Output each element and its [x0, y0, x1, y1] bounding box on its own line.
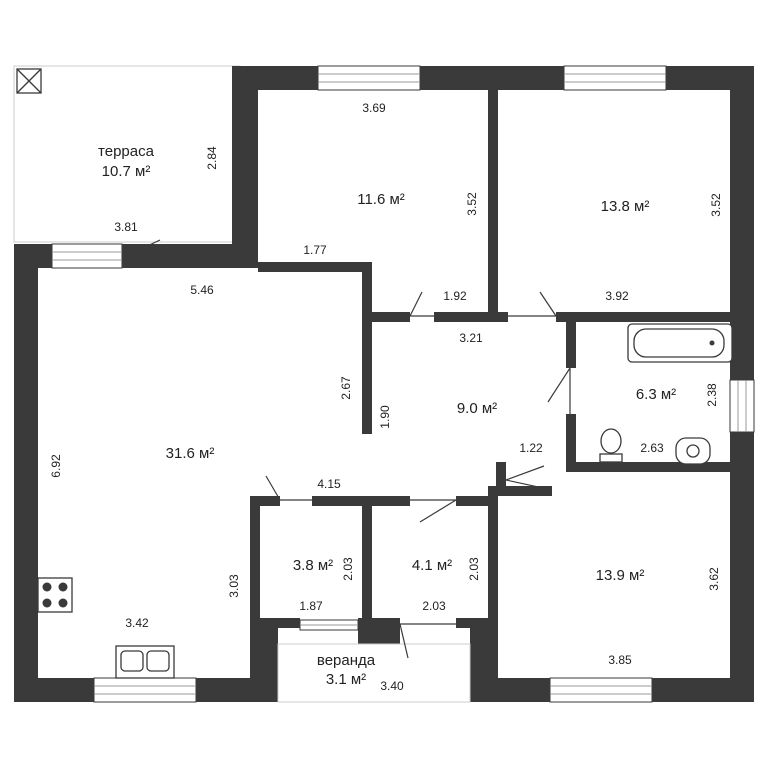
doors: [121, 239, 571, 659]
veranda-name: веранда: [317, 652, 376, 669]
dim-label: 1.90: [378, 405, 392, 429]
dim-label: 3.03: [227, 574, 241, 598]
dim-label: 1.77: [303, 243, 327, 257]
bathroom-area: 6.3 м²: [636, 386, 676, 403]
dim-label: 2.63: [640, 441, 664, 455]
hall-area: 9.0 м²: [457, 400, 497, 417]
bedroom-ne-area: 13.8 м²: [601, 198, 650, 215]
dim-label: 3.52: [465, 192, 479, 216]
kitchen-sink-icon: [115, 645, 175, 679]
dim-label: 3.40: [380, 679, 404, 693]
dim-label: 4.15: [317, 477, 341, 491]
dim-label: 3.62: [707, 567, 721, 591]
dim-label: 2.03: [422, 599, 446, 613]
dim-label: 3.52: [709, 193, 723, 217]
dim-label: 6.92: [49, 454, 63, 478]
dim-label: 1.92: [443, 289, 467, 303]
dim-label: 3.92: [605, 289, 629, 303]
dim-label: 1.22: [519, 441, 543, 455]
dim-label: 1.87: [299, 599, 323, 613]
dim-label: 2.03: [341, 557, 355, 581]
walls: [14, 66, 754, 702]
terrace-name: терраса: [98, 143, 155, 160]
dim-label: 3.85: [608, 653, 632, 667]
bedroom-se-area: 13.9 м²: [596, 567, 645, 584]
dim-label: 3.21: [459, 331, 483, 345]
windows: [51, 65, 755, 703]
dim-label: 2.38: [705, 383, 719, 407]
veranda-area: 3.1 м²: [326, 671, 366, 688]
dim-label: 2.67: [339, 376, 353, 400]
bathtub-icon: [627, 323, 733, 363]
living-area: 31.6 м²: [166, 445, 215, 462]
dim-label: 2.03: [467, 557, 481, 581]
closet1-area: 3.8 м²: [293, 557, 333, 574]
dim-label: 2.84: [205, 146, 219, 170]
terrace-corner-icon: [16, 68, 42, 94]
bedroom-nw-area: 11.6 м²: [357, 191, 405, 208]
toilet-icon: [599, 428, 623, 463]
veranda-outline: [277, 643, 471, 703]
dim-label: 5.46: [190, 283, 214, 297]
dim-label: 3.42: [125, 616, 149, 630]
sink-icon: [675, 437, 711, 465]
stove-icon: [37, 577, 73, 613]
dim-label: 3.81: [114, 220, 138, 234]
terrace-area: 10.7 м²: [102, 163, 151, 180]
dim-label: 3.69: [362, 101, 386, 115]
closet2-area: 4.1 м²: [412, 557, 452, 574]
